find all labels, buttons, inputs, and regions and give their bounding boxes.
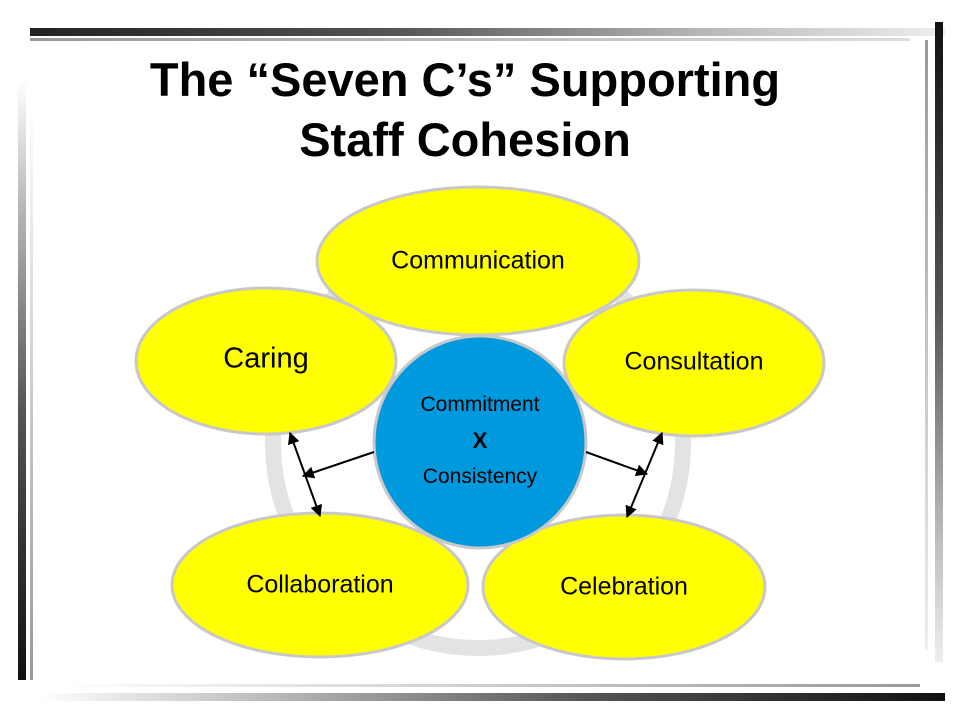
arrow-consultation-celebration [625, 431, 664, 519]
frame-top-thin-bar [30, 38, 910, 41]
petal-consultation [562, 288, 826, 438]
frame-right-bar [935, 22, 943, 662]
slide-title: The “Seven C’s” Supporting Staff Cohesio… [60, 50, 870, 170]
frame-top-bar [30, 28, 945, 36]
petal-label-communication: Communication [391, 246, 565, 275]
petal-celebration [481, 513, 767, 661]
arrow-center-to-left [301, 451, 375, 479]
frame-left-bar [18, 80, 26, 680]
arrow-center-to-right [585, 451, 649, 476]
petal-label-celebration: Celebration [560, 572, 688, 601]
title-line-1: The “Seven C’s” Supporting [149, 53, 781, 106]
petal-label-collaboration: Collaboration [246, 570, 394, 599]
frame-left-thin-bar [30, 100, 33, 680]
frame-bottom-thin-bar [60, 684, 920, 687]
frame-right-thin-bar [925, 40, 928, 650]
petal-caring [134, 286, 398, 436]
center-label-consistency: Consistency [422, 465, 538, 488]
petal-label-consultation: Consultation [624, 347, 764, 376]
title-line-2: Staff Cohesion [299, 113, 631, 166]
center-label-x: X [472, 428, 488, 453]
frame-bottom-bar [40, 693, 945, 701]
center-circle [372, 334, 588, 550]
arrow-caring-collaboration [288, 431, 322, 518]
petal-label-caring: Caring [223, 342, 309, 375]
center-label-commitment: Commitment [420, 393, 540, 416]
